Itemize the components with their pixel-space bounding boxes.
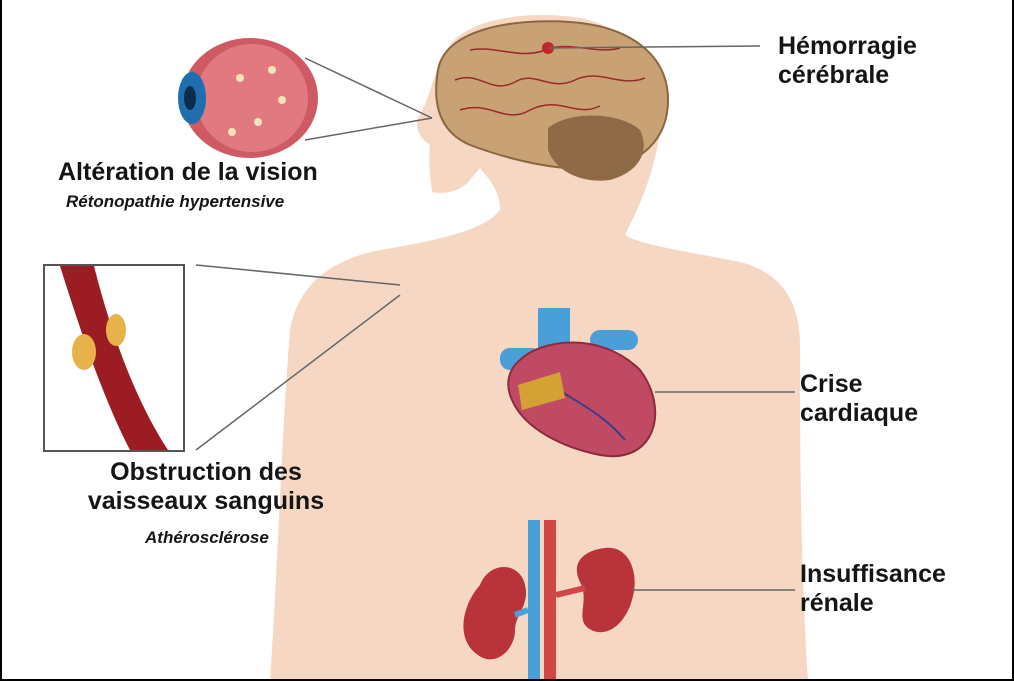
kidney-label-line2: rénale <box>800 589 946 618</box>
heart-label-line1: Crise <box>800 370 918 399</box>
vision-label: Altération de la vision <box>58 158 318 187</box>
hemorrhage-label-line1: Hémorragie <box>778 32 917 61</box>
heart-label-line2: cardiaque <box>800 399 918 428</box>
kidney-label: Insuffisance rénale <box>800 560 946 618</box>
heart-label: Crise cardiaque <box>800 370 918 428</box>
vessel-sublabel: Athérosclérose <box>145 528 269 548</box>
hemorrhage-label: Hémorragie cérébrale <box>778 32 917 90</box>
vessel-label-line1: Obstruction des <box>72 458 340 487</box>
vessel-label-line2: vaisseaux sanguins <box>72 487 340 516</box>
hemorrhage-label-line2: cérébrale <box>778 61 917 90</box>
vision-sublabel: Rétonopathie hypertensive <box>66 192 284 212</box>
kidney-label-line1: Insuffisance <box>800 560 946 589</box>
vessel-label: Obstruction des vaisseaux sanguins <box>72 458 340 516</box>
